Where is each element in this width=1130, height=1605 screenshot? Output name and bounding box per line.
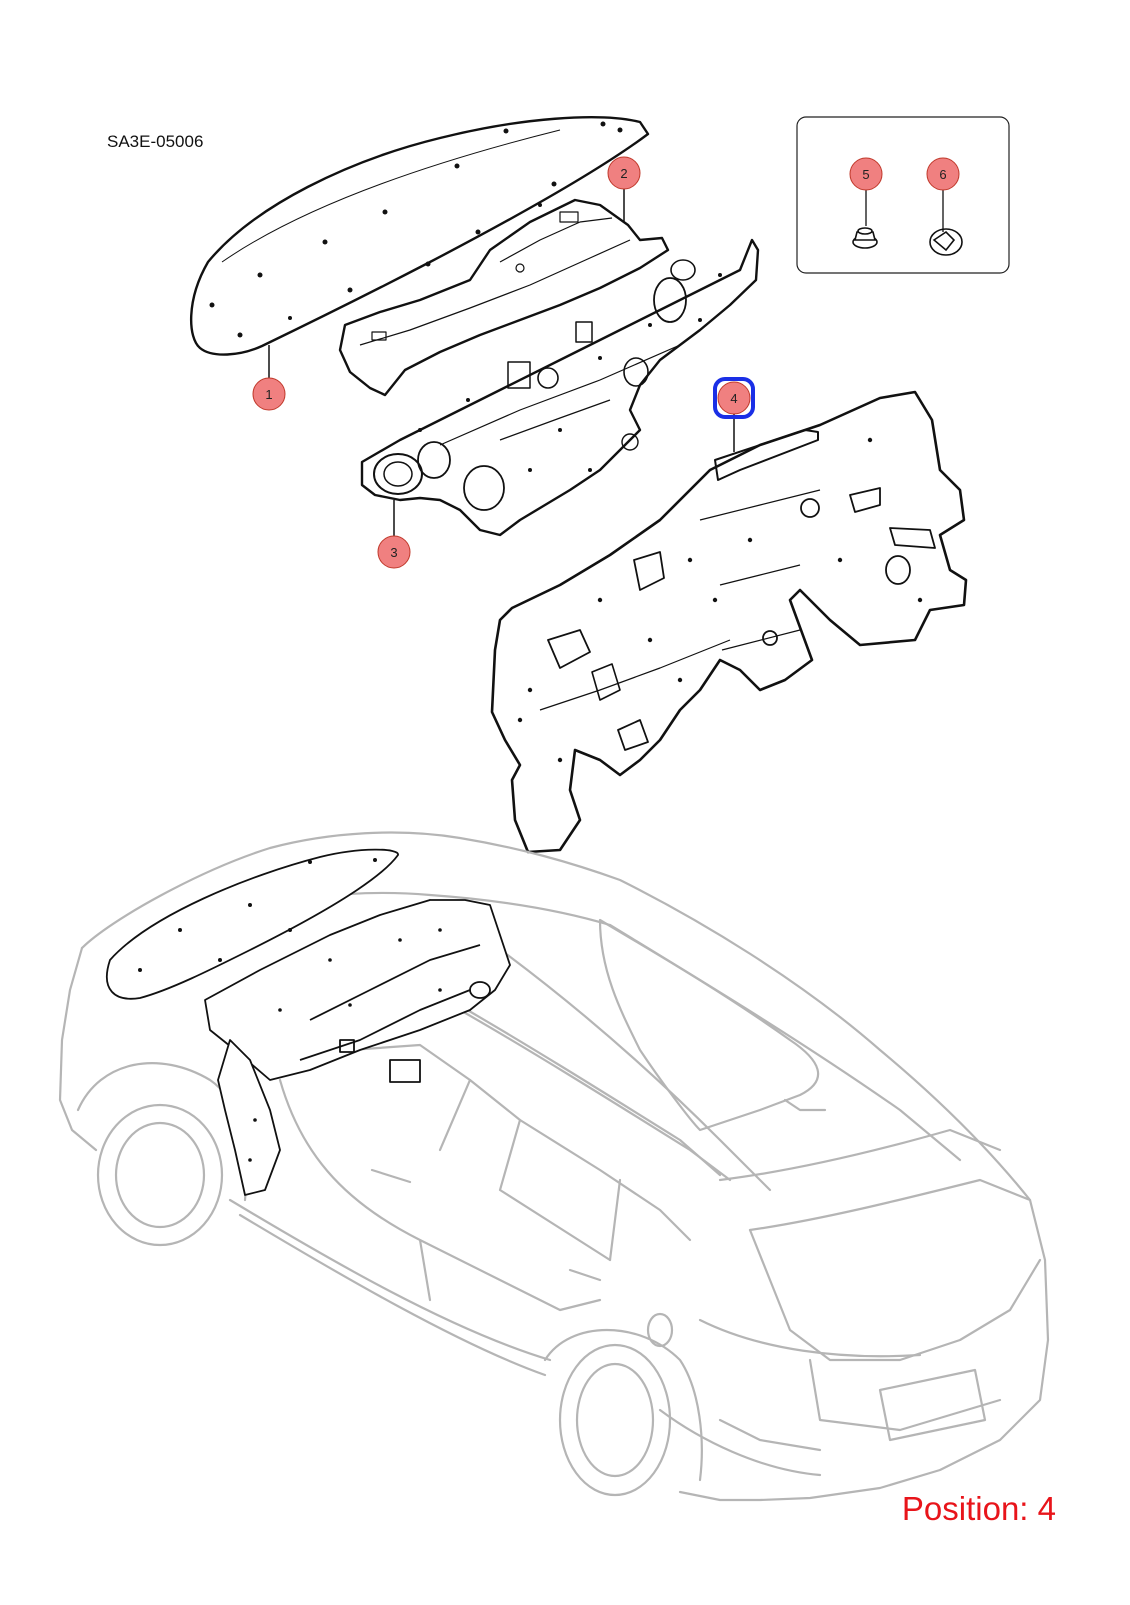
callout-circle bbox=[849, 157, 883, 191]
callout-1[interactable]: 1 bbox=[252, 377, 286, 411]
part-2-upper-dash-insulator[interactable] bbox=[338, 198, 670, 397]
selected-highlight bbox=[713, 377, 755, 419]
callout-4[interactable]: 4 bbox=[713, 377, 755, 419]
callout-label: 5 bbox=[862, 167, 869, 182]
callout-markers: 1 2 3 4 5 6 bbox=[252, 156, 960, 569]
part-1-hood-insulator[interactable] bbox=[190, 116, 650, 356]
callout-circle bbox=[717, 381, 751, 415]
callout-circle bbox=[607, 156, 641, 190]
diagram-code: SA3E-05006 bbox=[107, 132, 204, 151]
callout-circle bbox=[377, 535, 411, 569]
callout-label: 1 bbox=[265, 387, 272, 402]
callout-circle bbox=[252, 377, 286, 411]
fasteners-box bbox=[796, 116, 1010, 274]
part-5-nut[interactable] bbox=[852, 227, 878, 249]
callout-2[interactable]: 2 bbox=[607, 156, 641, 190]
callout-label: 4 bbox=[730, 391, 737, 406]
callout-label: 2 bbox=[620, 166, 627, 181]
part-4-firewall-insulator[interactable] bbox=[490, 390, 968, 854]
part-3-lower-dash-insulator[interactable] bbox=[360, 238, 760, 537]
callout-5[interactable]: 5 bbox=[849, 157, 883, 191]
part-6-clip[interactable] bbox=[929, 228, 963, 256]
callout-label: 3 bbox=[390, 545, 397, 560]
vehicle-installed-parts bbox=[105, 848, 511, 1196]
position-indicator: Position: 4 bbox=[901, 1490, 1056, 1527]
callout-label: 6 bbox=[939, 167, 946, 182]
callout-6[interactable]: 6 bbox=[926, 157, 960, 191]
callout-circle bbox=[926, 157, 960, 191]
callout-3[interactable]: 3 bbox=[377, 535, 411, 569]
